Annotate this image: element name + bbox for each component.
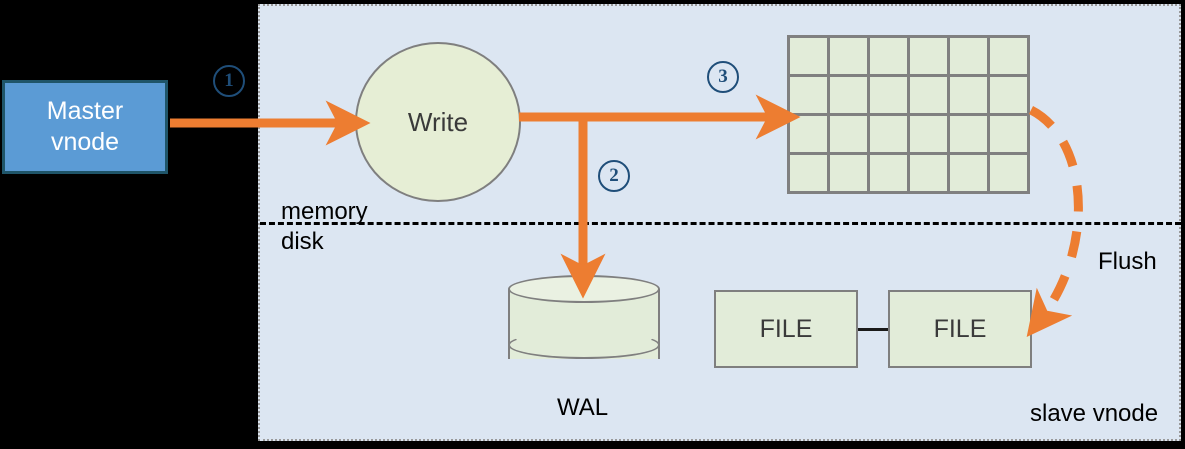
memory-grid-cell <box>910 155 950 194</box>
flush-label: Flush <box>1098 248 1157 275</box>
memory-grid-cell <box>910 77 950 116</box>
write-node: Write <box>355 42 521 202</box>
disk-tier-label: disk <box>281 228 324 255</box>
write-node-label: Write <box>407 106 469 137</box>
memory-grid-cell <box>790 155 830 194</box>
memory-grid-cell <box>950 77 990 116</box>
file-box-2: FILE <box>888 290 1032 368</box>
memory-grid-cell <box>870 155 910 194</box>
memory-grid-cell <box>830 116 870 155</box>
wal-cylinder-top <box>508 275 660 303</box>
memory-grid-cell <box>950 116 990 155</box>
memory-disk-divider <box>260 222 1181 225</box>
memory-grid-cell <box>790 38 830 77</box>
memory-tier-label: memory <box>281 198 368 225</box>
memory-grid-cell <box>830 38 870 77</box>
memory-grid-cell <box>950 155 990 194</box>
memory-grid-cell <box>950 38 990 77</box>
memory-grid-cell <box>870 38 910 77</box>
memory-grid-cell <box>870 77 910 116</box>
memory-grid-cell <box>910 38 950 77</box>
memory-grid-cell <box>990 77 1030 116</box>
memory-table-grid <box>787 35 1030 194</box>
master-vnode-box: Master vnode <box>2 80 168 174</box>
memory-grid-cell <box>870 116 910 155</box>
memory-grid-cell <box>790 116 830 155</box>
master-vnode-label-line2: vnode <box>50 128 120 156</box>
memory-grid-cell <box>990 155 1030 194</box>
file-connector-line <box>858 328 888 331</box>
memory-grid-cell <box>790 77 830 116</box>
wal-label: WAL <box>557 394 609 421</box>
file-box-1: FILE <box>714 290 858 368</box>
memory-grid-cell <box>830 77 870 116</box>
step-marker-2: 2 <box>598 160 630 192</box>
memory-grid-cell <box>990 116 1030 155</box>
step-marker-1: 1 <box>213 65 245 97</box>
step-marker-3: 3 <box>707 61 739 93</box>
wal-cylinder-bottom <box>508 331 660 359</box>
master-vnode-label-line1: Master <box>46 97 124 125</box>
memory-grid-cell <box>990 38 1030 77</box>
memory-grid-cell <box>830 155 870 194</box>
wal-cylinder <box>508 275 660 373</box>
memory-grid-cell <box>910 116 950 155</box>
slave-vnode-label: slave vnode <box>1030 400 1159 427</box>
